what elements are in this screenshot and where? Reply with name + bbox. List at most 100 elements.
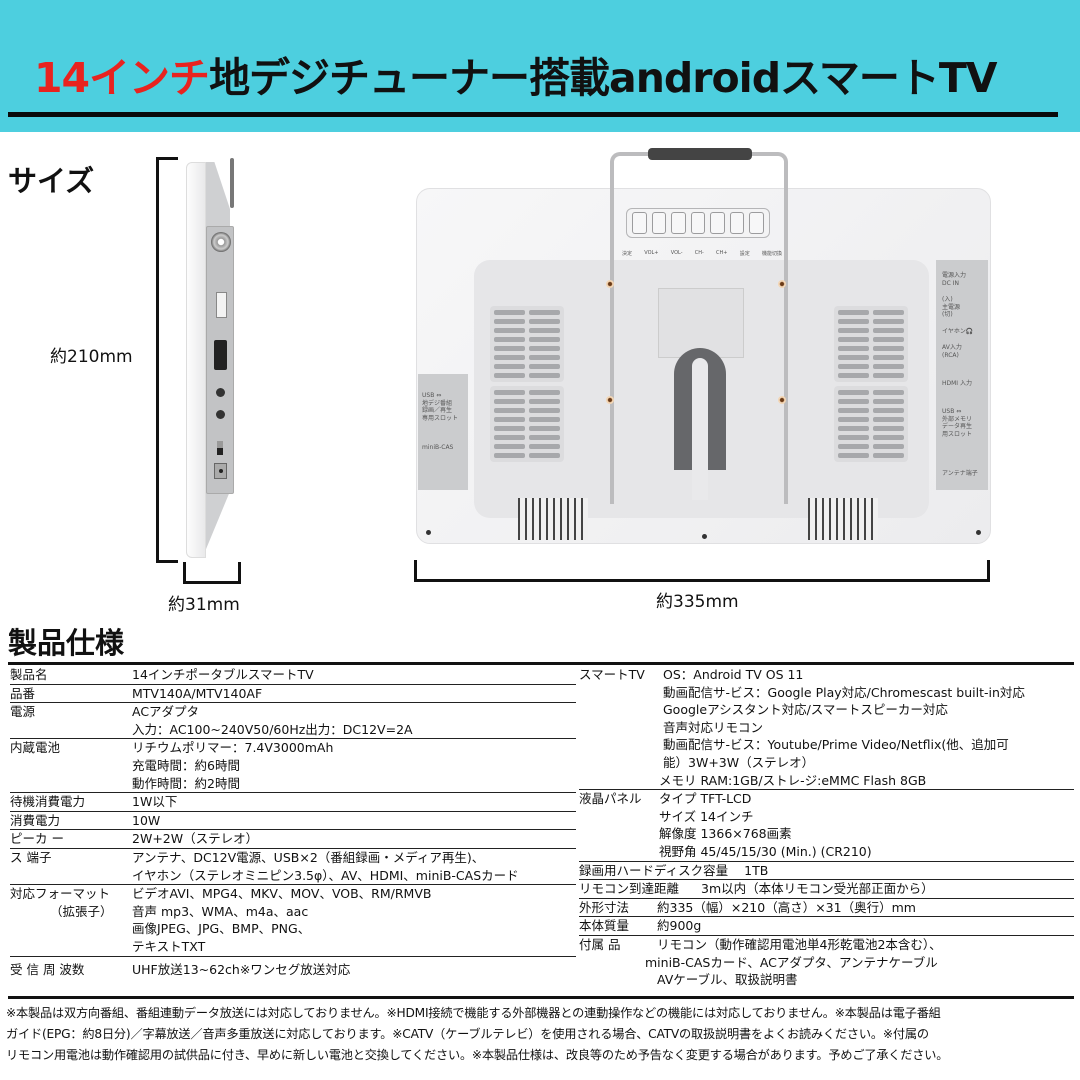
speaker-grille: [808, 498, 878, 540]
vent-grille: [834, 386, 908, 462]
spec-value: 画像JPEG、JPG、BMP、PNG、: [132, 921, 311, 937]
note-line: ガイド(EPG：約8日分)／字幕放送／音声多重放送に対応しております。※CATV…: [6, 1027, 929, 1041]
banner-title: 14インチ地デジチューナー搭載androidスマートTV: [34, 44, 998, 104]
side-front-bezel: [186, 162, 206, 558]
label-plate: [658, 288, 744, 358]
spec-key: 対応フォーマット: [10, 886, 111, 902]
spec-value: イヤホン（ステレオミニピン3.5φ）、AV、HDMI、miniB-CASカード: [132, 867, 519, 883]
vesa-screw-icon: [778, 280, 786, 288]
button-label: CH-: [694, 250, 704, 256]
spec-value: 約900g: [657, 918, 702, 934]
depth-label: 約31mm: [168, 595, 240, 615]
spec-value: 音声 mp3、WMA、m4a、aac: [132, 903, 309, 919]
spec-value: アンテナ、DC12V電源、USB×2（番組録画・メディア再生)、: [132, 849, 485, 865]
spec-value: リモコン（動作確認用電池単4形乾電池2本含む）、: [657, 936, 942, 952]
hw-button: [651, 212, 667, 234]
spec-value: UHF放送13~62ch※ワンセグ放送対応: [132, 961, 351, 977]
spec-value: miniB-CASカード、ACアダプタ、アンテナケーブル: [645, 954, 938, 970]
spec-table-left: 製品名 14インチポータブルスマートTV 品番 MTV140A/MTV140AF…: [10, 666, 576, 978]
spec-row-lcd-panel: 液晶パネル タイプ TFT-LCD サイズ 14インチ 解像度 1366×768…: [579, 790, 1074, 862]
button-label: CH+: [716, 250, 728, 256]
spec-key: 液晶パネル: [579, 791, 642, 807]
spec-value: 10W: [132, 812, 161, 828]
kickstand: [674, 348, 726, 500]
spec-key: 録画用ハードディスク容量: [579, 862, 729, 878]
spec-value: タイプ TFT-LCD: [659, 791, 752, 807]
spec-value: 3m以内（本体リモコン受光部正面から）: [701, 881, 934, 897]
screw-dot: [976, 530, 981, 535]
banner-title-accent: 14インチ: [34, 54, 210, 102]
speaker-grille: [518, 498, 588, 540]
button-label: 設定: [739, 251, 750, 257]
spec-key: 外形寸法: [579, 899, 630, 915]
tv-side-view-image: [186, 158, 246, 560]
spec-value: サイズ 14インチ: [659, 808, 754, 824]
spec-value: ビデオAVI、MPG4、MKV、MOV、VOB、RM/RMVB: [132, 886, 432, 902]
spec-key: ス 端子: [10, 849, 52, 865]
spec-row-formats: 対応フォーマット （拡張子） ビデオAVI、MPG4、MKV、MOV、VOB、R…: [10, 885, 576, 957]
power-switch-label: (入) 主電源 (切): [942, 296, 961, 318]
spec-row-smart-tv: スマートTV OS：Android TV OS 11 動画配信サ-ビス：Goog…: [579, 666, 1074, 791]
tv-back-view-image: 決定 VOL+ VOL- CH- CH+ 設定 機能切換: [416, 148, 991, 544]
right-port-panel: 電源入力 DC IN (入) 主電源 (切) イヤホン🎧 AV入力 (RCA) …: [936, 260, 988, 490]
spec-table-right: スマートTV OS：Android TV OS 11 動画配信サ-ビス：Goog…: [579, 666, 1074, 989]
hw-button: [690, 212, 706, 234]
depth-bracket: [183, 562, 241, 584]
spec-value: 能）3W+3W（ステレオ）: [663, 754, 815, 770]
spec-row-reception-frequency: 受 信 周 波数 UHF放送13~62ch※ワンセグ放送対応: [10, 957, 576, 979]
spec-key: 品番: [10, 685, 36, 701]
power-switch-icon: [217, 441, 223, 455]
note-line: ※本製品は双方向番組、番組連動データ放送には対応しておりません。※HDMI接続で…: [6, 1006, 941, 1020]
dc-in-port-icon: [214, 463, 227, 479]
button-label: 決定: [622, 251, 633, 257]
spec-row-standby-power: 待機消費電力 1W以下: [10, 793, 576, 812]
spec-top-rule: [8, 662, 1074, 665]
header-banner: 14インチ地デジチューナー搭載androidスマートTV: [0, 0, 1080, 132]
screw-dot: [426, 530, 431, 535]
spec-value: 約335（幅）×210（高さ）×31（奥行）mm: [657, 899, 916, 915]
width-bracket: [414, 560, 990, 582]
spec-key: 内蔵電池: [10, 740, 61, 756]
spec-key: 本体質量: [579, 918, 630, 934]
earphone-jack-icon: [216, 388, 225, 397]
earphone-label: イヤホン🎧: [942, 328, 974, 335]
spec-row-battery: 内蔵電池 リチウムポリマー：7.4V3000mAh 充電時間：約6時間 動作時間…: [10, 739, 576, 794]
dc-in-label: 電源入力 DC IN: [942, 272, 967, 287]
spec-key: 待機消費電力: [10, 794, 86, 810]
hw-button: [729, 212, 745, 234]
size-heading: サイズ: [8, 164, 95, 198]
spec-value: OS：Android TV OS 11: [663, 667, 804, 682]
button-label: VOL+: [644, 250, 659, 256]
spec-row-accessories: 付属 品 リモコン（動作確認用電池単4形乾電池2本含む）、 miniB-CASカ…: [579, 936, 1074, 989]
spec-row-power-consumption: 消費電力 10W: [10, 812, 576, 831]
usb-port-icon: [216, 292, 227, 318]
spec-heading: 製品仕様: [8, 626, 125, 660]
av-input-label: AV入力 (RCA): [942, 344, 962, 359]
vent-grille: [490, 386, 564, 462]
left-port-panel: USB ⇔ 地デジ番組 録画／再生 専用スロット miniB-CAS: [418, 374, 468, 490]
button-label: 機能切換: [761, 251, 782, 257]
spec-value: 2W+2W（ステレオ）: [132, 831, 259, 847]
height-bracket: [156, 157, 178, 563]
spec-row-dimensions: 外形寸法 約335（幅）×210（高さ）×31（奥行）mm: [579, 899, 1074, 918]
minib-cas-label: miniB-CAS: [422, 444, 454, 451]
spec-value: 14インチポータブルスマートTV: [132, 667, 314, 682]
spec-value: AVケーブル、取扱説明書: [657, 972, 798, 988]
hw-button: [710, 212, 725, 234]
spec-value: 音声対応リモコン: [663, 719, 764, 735]
hw-button: [632, 212, 647, 234]
handle-grip: [648, 148, 752, 160]
spec-value: 動画配信サ-ビス：Google Play対応/Chromescast built…: [663, 684, 1025, 700]
vent-grille: [490, 306, 564, 382]
banner-title-rest: 地デジチューナー搭載androidスマートTV: [209, 54, 997, 102]
spec-value: 充電時間：約6時間: [132, 757, 240, 773]
spec-value: ACアダプタ: [132, 704, 200, 720]
vesa-screw-icon: [778, 396, 786, 404]
spec-bottom-rule: [8, 996, 1074, 999]
spec-value: MTV140A/MTV140AF: [132, 685, 263, 701]
control-button-strip: [626, 208, 770, 238]
spec-row-terminals: ス 端子 アンテナ、DC12V電源、USB×2（番組録画・メディア再生)、 イヤ…: [10, 849, 576, 886]
spec-key-sub: （拡張子）: [50, 903, 113, 919]
handle-edge: [230, 158, 234, 208]
spec-row-power-source: 電源 ACアダプタ 入力：AC100~240V50/60Hz出力：DC12V=2…: [10, 703, 576, 740]
